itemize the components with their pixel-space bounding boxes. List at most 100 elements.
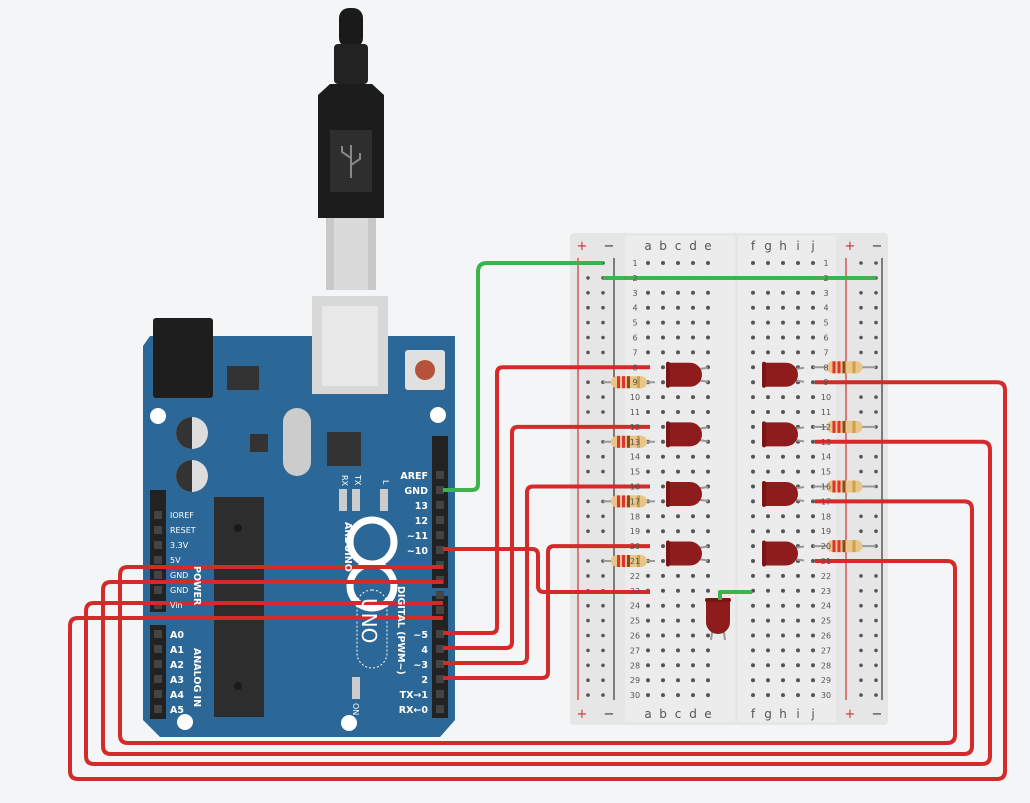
arduino-uno[interactable] [143,296,455,737]
breadboard-hole[interactable] [751,514,755,519]
breadboard-hole[interactable] [706,588,710,593]
breadboard-hole[interactable] [796,633,800,638]
rail-hole[interactable] [874,320,878,325]
breadboard-hole[interactable] [661,559,665,563]
breadboard-hole[interactable] [706,693,710,698]
breadboard-hole[interactable] [811,663,815,668]
breadboard-hole[interactable] [646,529,650,534]
breadboard-hole[interactable] [766,410,770,414]
breadboard-hole[interactable] [661,305,665,310]
rail-hole[interactable] [601,693,605,697]
breadboard-hole[interactable] [751,648,755,653]
breadboard-hole[interactable] [706,410,710,414]
breadboard-hole[interactable] [661,529,665,534]
breadboard-hole[interactable] [751,350,755,355]
breadboard-hole[interactable] [646,290,650,295]
digital-pin[interactable] [436,630,444,638]
red-led[interactable] [666,361,709,388]
breadboard-hole[interactable] [646,603,650,608]
rail-hole[interactable] [601,335,605,340]
power-pin[interactable] [154,511,162,519]
breadboard-hole[interactable] [676,678,680,683]
breadboard-hole[interactable] [706,305,710,310]
breadboard-hole[interactable] [796,618,800,623]
breadboard-hole[interactable] [676,603,680,608]
breadboard-hole[interactable] [751,544,755,549]
red-led[interactable] [762,480,805,507]
breadboard-hole[interactable] [781,261,785,265]
breadboard-hole[interactable] [751,633,755,638]
analog-pin[interactable] [154,660,162,668]
rail-hole[interactable] [586,663,590,668]
rail-hole[interactable] [859,603,863,608]
resistor[interactable] [813,540,876,553]
breadboard-hole[interactable] [661,603,665,608]
analog-pin[interactable] [154,630,162,638]
wire-pin4[interactable] [443,424,650,650]
digital-pin[interactable] [436,660,444,668]
breadboard-hole[interactable] [661,544,665,549]
breadboard-hole[interactable] [796,320,800,325]
breadboard-hole[interactable] [796,514,800,519]
rail-hole[interactable] [586,440,590,444]
breadboard-hole[interactable] [751,603,755,608]
breadboard-hole[interactable] [676,454,680,459]
breadboard-hole[interactable] [766,350,770,355]
rail-hole[interactable] [859,693,863,697]
breadboard-hole[interactable] [661,588,665,593]
analog-pin[interactable] [154,690,162,698]
rail-hole[interactable] [586,603,590,608]
power-pin[interactable] [154,571,162,579]
breadboard-hole[interactable] [766,290,770,295]
breadboard-hole[interactable] [796,603,800,608]
rail-hole[interactable] [586,693,590,697]
breadboard-hole[interactable] [811,261,815,265]
breadboard-hole[interactable] [796,588,800,593]
breadboard-hole[interactable] [796,469,800,474]
breadboard-hole[interactable] [781,469,785,474]
breadboard-hole[interactable] [706,261,710,265]
breadboard-hole[interactable] [766,648,770,653]
breadboard-hole[interactable] [796,529,800,534]
breadboard-hole[interactable] [691,693,695,698]
breadboard-hole[interactable] [811,350,815,355]
breadboard-hole[interactable] [676,663,680,668]
breadboard-hole[interactable] [646,514,650,519]
rail-hole[interactable] [586,305,590,310]
breadboard[interactable] [570,233,888,725]
rail-hole[interactable] [859,618,863,623]
usb-cable[interactable] [318,8,384,290]
breadboard-hole[interactable] [691,648,695,653]
breadboard-hole[interactable] [781,618,785,623]
breadboard-hole[interactable] [661,395,665,400]
breadboard-hole[interactable] [646,410,650,414]
breadboard-hole[interactable] [676,290,680,295]
wire-gnd-to-rail[interactable] [443,261,603,492]
breadboard-hole[interactable] [781,693,785,698]
rail-hole[interactable] [874,603,878,608]
breadboard-hole[interactable] [781,305,785,310]
breadboard-hole[interactable] [676,529,680,534]
rail-hole[interactable] [874,469,878,474]
breadboard-hole[interactable] [661,335,665,340]
breadboard-hole[interactable] [751,320,755,325]
rail-hole[interactable] [859,335,863,340]
wire-pin3[interactable] [443,484,650,665]
breadboard-hole[interactable] [811,529,815,534]
breadboard-hole[interactable] [781,663,785,668]
breadboard-hole[interactable] [751,454,755,459]
power-pin[interactable] [154,586,162,594]
breadboard-hole[interactable] [676,335,680,340]
rail-hole[interactable] [859,663,863,668]
breadboard-hole[interactable] [751,410,755,414]
rail-hole[interactable] [601,305,605,310]
breadboard-hole[interactable] [781,320,785,325]
breadboard-hole[interactable] [691,395,695,400]
breadboard-hole[interactable] [676,693,680,698]
breadboard-hole[interactable] [766,335,770,340]
wire-led-ground[interactable] [718,590,752,600]
rail-hole[interactable] [586,574,590,578]
red-led[interactable] [666,540,709,567]
analog-pin[interactable] [154,675,162,683]
breadboard-hole[interactable] [646,618,650,623]
